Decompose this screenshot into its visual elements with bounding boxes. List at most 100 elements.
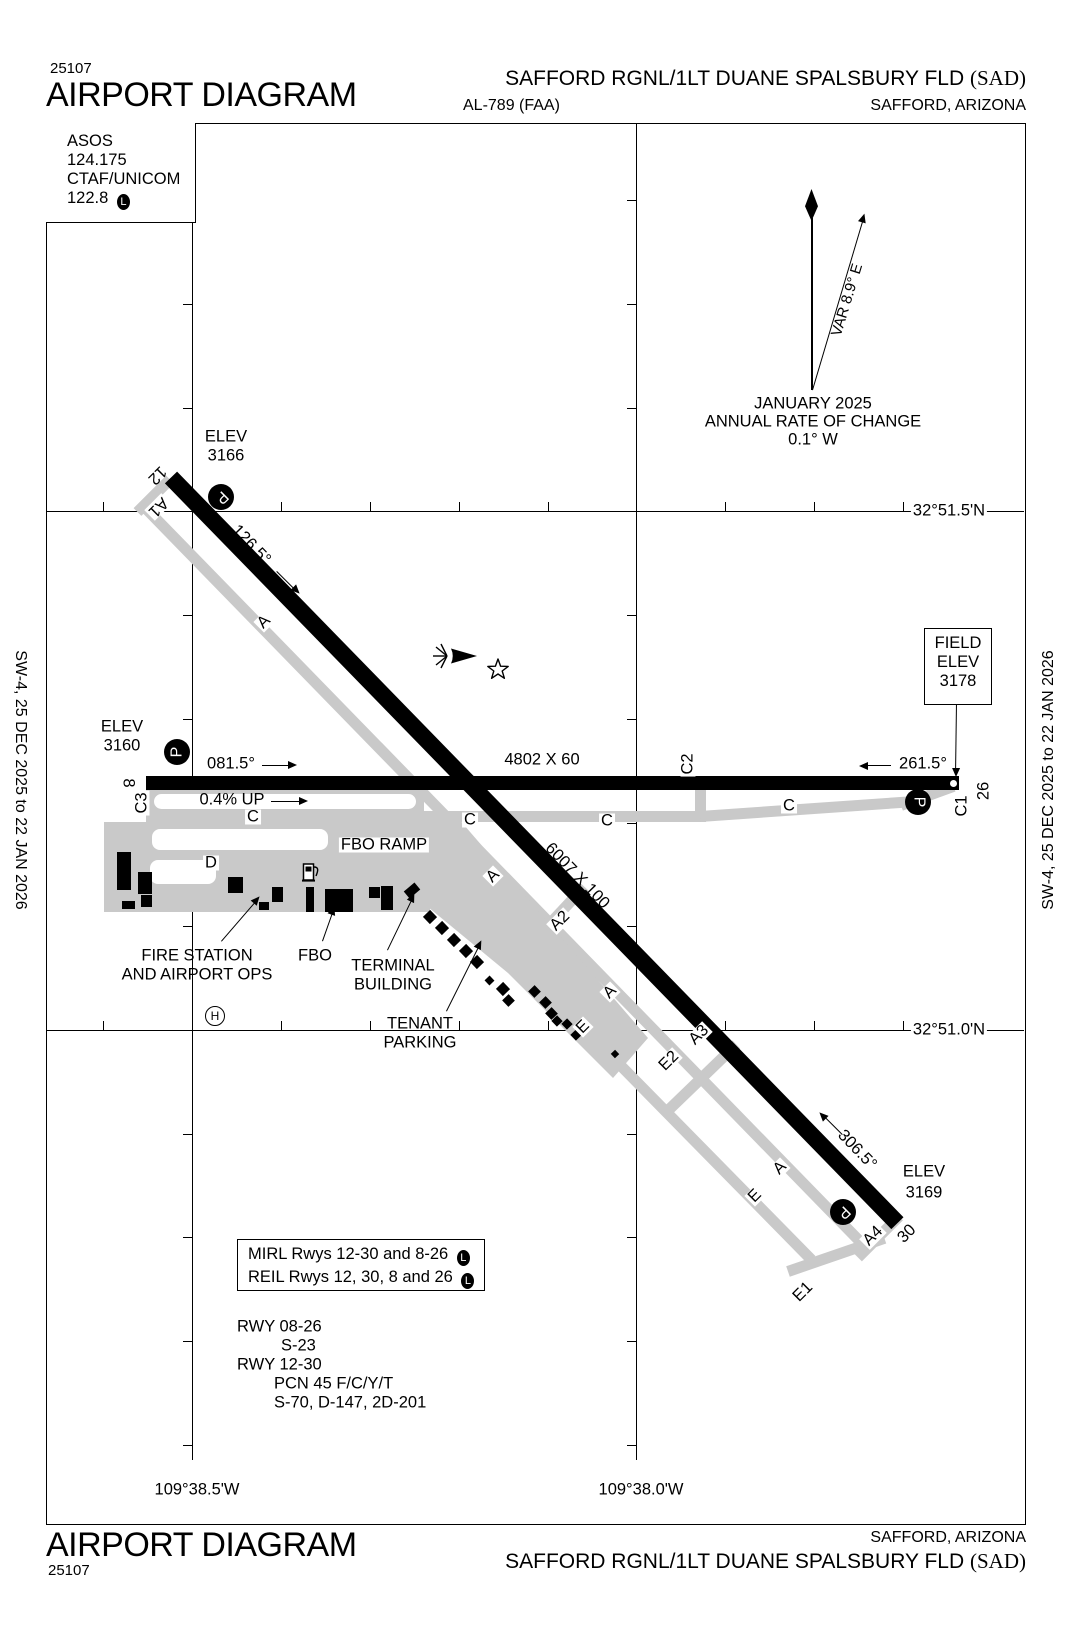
runway-data-row: PCN 45 F/C/Y/T (274, 1374, 394, 1393)
fbo-label: FBO (298, 946, 332, 965)
star-icon (487, 658, 509, 679)
longitude-gridline (636, 124, 637, 1460)
building (138, 872, 152, 894)
taxiway-c2-connector (695, 790, 706, 815)
terminal-building-label2: BUILDING (354, 975, 432, 994)
leader-arrow (859, 761, 891, 770)
rwy8-elev-value: 3160 (103, 736, 141, 755)
building (272, 887, 283, 902)
runway-data-row: S-23 (281, 1336, 316, 1355)
gridline-tick (370, 1021, 371, 1030)
variation-date: JANUARY 2025 (754, 394, 872, 413)
gridline-tick (281, 502, 282, 511)
gridline-tick (903, 1021, 904, 1030)
airport-id: (SAD) (970, 66, 1026, 90)
rwy12-elev-value: 3166 (207, 446, 245, 465)
terminal-building-label: TERMINAL (351, 956, 435, 975)
gridline-tick (548, 502, 549, 511)
gridline-tick (627, 719, 636, 720)
rwy8-elev-label: ELEV (100, 717, 144, 736)
parking-glyph: P (833, 1202, 854, 1223)
comm-box-row: 124.175 (67, 151, 127, 169)
rwy30-elev-value: 3169 (905, 1183, 943, 1202)
building (122, 901, 135, 909)
gridline-tick (627, 1445, 636, 1446)
fuel-pump-icon (302, 863, 319, 882)
taxiway-c-label: C (781, 796, 797, 815)
edition-left: SW-4, 25 DEC 2025 to 22 JAN 2026 (12, 650, 29, 910)
gridline-tick (903, 502, 904, 511)
rwy30-elev-label: ELEV (902, 1162, 946, 1181)
parking-symbol: P (208, 484, 234, 510)
gridline-tick (627, 1341, 636, 1342)
parking-symbol: P (164, 739, 190, 765)
gridline-tick (183, 1134, 192, 1135)
gridline-tick (814, 502, 815, 511)
gridline-tick (627, 1134, 636, 1135)
runway-26-heading: 261.5° (899, 754, 947, 773)
gridline-tick (103, 502, 104, 511)
gridline-tick (627, 823, 636, 824)
gridline-tick (183, 304, 192, 305)
taxiway-c2-label: C2 (678, 751, 697, 777)
latitude-label: 32°51.5'N (910, 501, 988, 520)
fbo-ramp-label: FBO RAMP (338, 835, 430, 854)
gridline-tick (183, 1341, 192, 1342)
gridline-tick (814, 1021, 815, 1030)
runway-data-row: RWY 08-26 (237, 1317, 322, 1336)
field-elev-row: FIELD (934, 634, 982, 652)
building (117, 852, 131, 890)
header-city: SAFFORD, ARIZONA (870, 97, 1026, 114)
runway-gradient-label: 0.4% UP (199, 790, 265, 809)
runway-data-row: RWY 12-30 (237, 1355, 322, 1374)
runway-26-end-dot (950, 779, 957, 787)
parking-symbol: P (830, 1199, 856, 1225)
building (141, 895, 152, 907)
building (228, 877, 243, 893)
runway-8-label: 8 (119, 778, 138, 788)
gridline-tick (183, 719, 192, 720)
footer-airport-title: SAFFORD RGNL/1LT DUANE SPALSBURY FLD (SA… (505, 1549, 1026, 1573)
building (325, 889, 353, 912)
lighted-symbol: L (456, 1250, 470, 1266)
edition-right: SW-4, 25 DEC 2025 to 22 JAN 2026 (1040, 650, 1057, 910)
runway-data-row: S-70, D-147, 2D-201 (274, 1393, 427, 1412)
comm-box-row: ASOS (67, 132, 113, 150)
runway-8-26-dimensions: 4802 X 60 (504, 750, 580, 769)
parking-glyph: P (211, 487, 232, 508)
comm-box-row: CTAF/UNICOM (67, 170, 181, 188)
latitude-gridline (47, 1030, 1024, 1031)
gridline-tick (183, 926, 192, 927)
leader-arrow (262, 761, 297, 770)
gridline-tick (627, 615, 636, 616)
building (369, 887, 380, 898)
gridline-tick (627, 304, 636, 305)
footer-chart-number: 25107 (48, 1562, 90, 1579)
lighting-box-row: REIL Rwys 12, 30, 8 and 26 L (248, 1266, 484, 1289)
taxiway-c-label: C (462, 810, 478, 829)
chart-number: 25107 (50, 60, 92, 77)
arrowhead (951, 767, 960, 778)
taxiway-d-label: D (203, 853, 219, 872)
arrowhead (299, 797, 308, 806)
arrowhead (288, 761, 297, 770)
runway-8-heading: 081.5° (207, 754, 255, 773)
gridline-tick (183, 1237, 192, 1238)
gridline-tick (370, 502, 371, 511)
taxiway-c-label: C (599, 811, 615, 830)
building (381, 886, 393, 910)
tenant-parking-label: TENANT (387, 1014, 453, 1033)
true-north-arrow (811, 218, 813, 390)
tenant-parking-label2: PARKING (383, 1033, 457, 1052)
parking-glyph: P (909, 796, 927, 808)
gridline-tick (183, 408, 192, 409)
latitude-gridline (47, 511, 1024, 512)
fire-station-label2: AND AIRPORT OPS (121, 965, 273, 984)
annual-rate-label: ANNUAL RATE OF CHANGE (704, 412, 922, 431)
rwy12-elev-label: ELEV (204, 427, 248, 446)
footer-airport-id: (SAD) (970, 1549, 1026, 1573)
lighted-symbol: L (116, 194, 130, 210)
leader-arrow (271, 797, 308, 806)
